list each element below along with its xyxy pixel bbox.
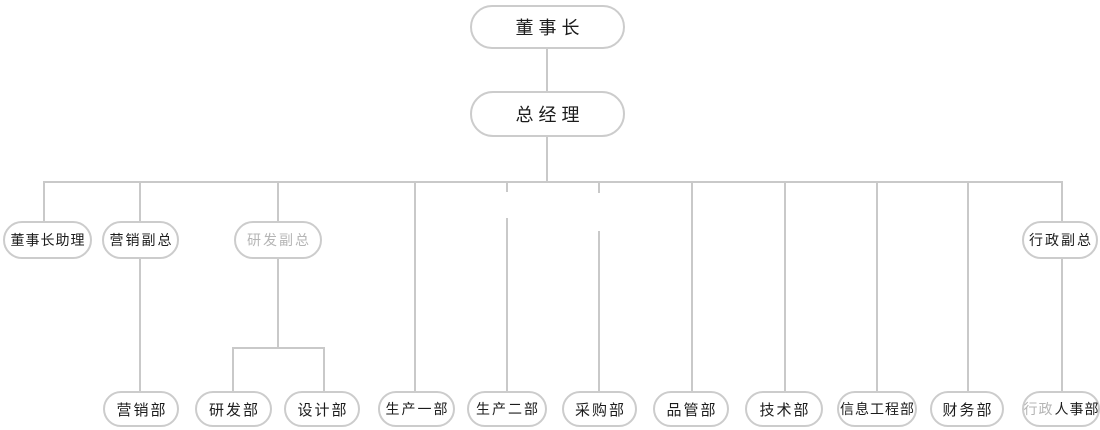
connector-chairman-gm — [546, 48, 548, 91]
node-purchasing-dept: 采购部 — [562, 391, 637, 427]
node-chairman: 董事长 — [470, 5, 625, 49]
node-chairman-assistant-label: 董事长助理 — [10, 234, 86, 249]
node-rd-dept: 研发部 — [195, 391, 272, 427]
node-design-dept-label: 设计部 — [297, 402, 349, 419]
node-production-dept-1: 生产一部 — [378, 391, 455, 427]
node-marketing-vp-label: 营销副总 — [109, 234, 174, 249]
connector-splitter-rd-dept — [232, 347, 234, 391]
connector-rd-splitter-bar — [232, 347, 325, 349]
node-admin-hr-dept-label-muted: 行政 — [1023, 403, 1054, 418]
connector-bar-rd-vp — [277, 181, 279, 221]
node-marketing-vp: 营销副总 — [102, 221, 179, 259]
node-rd-dept-label: 研发部 — [208, 402, 260, 419]
connector-main-bar — [43, 181, 1063, 183]
node-admin-hr-dept-label: 人事部 — [1054, 403, 1100, 418]
node-admin-vp: 行政副总 — [1022, 221, 1098, 259]
node-rd-vp: 研发副总 — [234, 221, 322, 259]
connector-splitter-design — [323, 347, 325, 391]
connector-bar-production2-lower — [506, 218, 508, 391]
connector-marketing-vp-dept — [139, 259, 141, 391]
node-tech-dept: 技术部 — [745, 391, 823, 427]
connector-gm-bar — [546, 137, 548, 182]
node-purchasing-dept-label: 采购部 — [574, 402, 626, 419]
connector-bar-production2-upper — [506, 181, 508, 192]
connector-bar-info — [876, 181, 878, 391]
connector-bar-assistant — [43, 181, 45, 221]
connector-bar-quality — [691, 181, 693, 391]
node-general-manager: 总经理 — [470, 91, 625, 137]
node-quality-dept: 品管部 — [653, 391, 729, 427]
node-info-engineering-dept: 信息工程部 — [837, 391, 917, 427]
connector-bar-purchasing-lower — [598, 231, 600, 391]
connector-admin-vp-hr — [1061, 259, 1063, 391]
node-info-engineering-dept-label: 信息工程部 — [840, 403, 915, 418]
node-tech-dept-label: 技术部 — [759, 402, 811, 419]
connector-bar-production1 — [414, 181, 416, 391]
node-production-dept-2: 生产二部 — [467, 391, 547, 427]
node-chairman-assistant: 董事长助理 — [3, 221, 92, 259]
node-production-dept-1-label: 生产一部 — [385, 403, 450, 418]
connector-rd-vp-splitter — [277, 259, 279, 348]
node-general-manager-label: 总经理 — [515, 105, 585, 125]
node-finance-dept: 财务部 — [930, 391, 1004, 427]
node-design-dept: 设计部 — [284, 391, 360, 427]
connector-bar-finance — [967, 181, 969, 391]
node-chairman-label: 董事长 — [515, 18, 585, 38]
node-quality-dept-label: 品管部 — [666, 402, 718, 419]
connector-bar-tech — [784, 181, 786, 391]
connector-bar-marketing-vp — [139, 181, 141, 221]
node-marketing-dept: 营销部 — [103, 391, 179, 427]
node-finance-dept-label: 财务部 — [942, 402, 994, 419]
node-marketing-dept-label: 营销部 — [116, 402, 168, 419]
connector-bar-purchasing-upper — [598, 181, 600, 193]
connector-bar-admin-vp — [1061, 181, 1063, 221]
node-admin-hr-dept: 行政人事部 — [1022, 391, 1100, 427]
node-rd-vp-label: 研发副总 — [247, 234, 311, 249]
node-production-dept-2-label: 生产二部 — [476, 403, 540, 418]
node-admin-vp-label: 行政副总 — [1029, 234, 1093, 249]
